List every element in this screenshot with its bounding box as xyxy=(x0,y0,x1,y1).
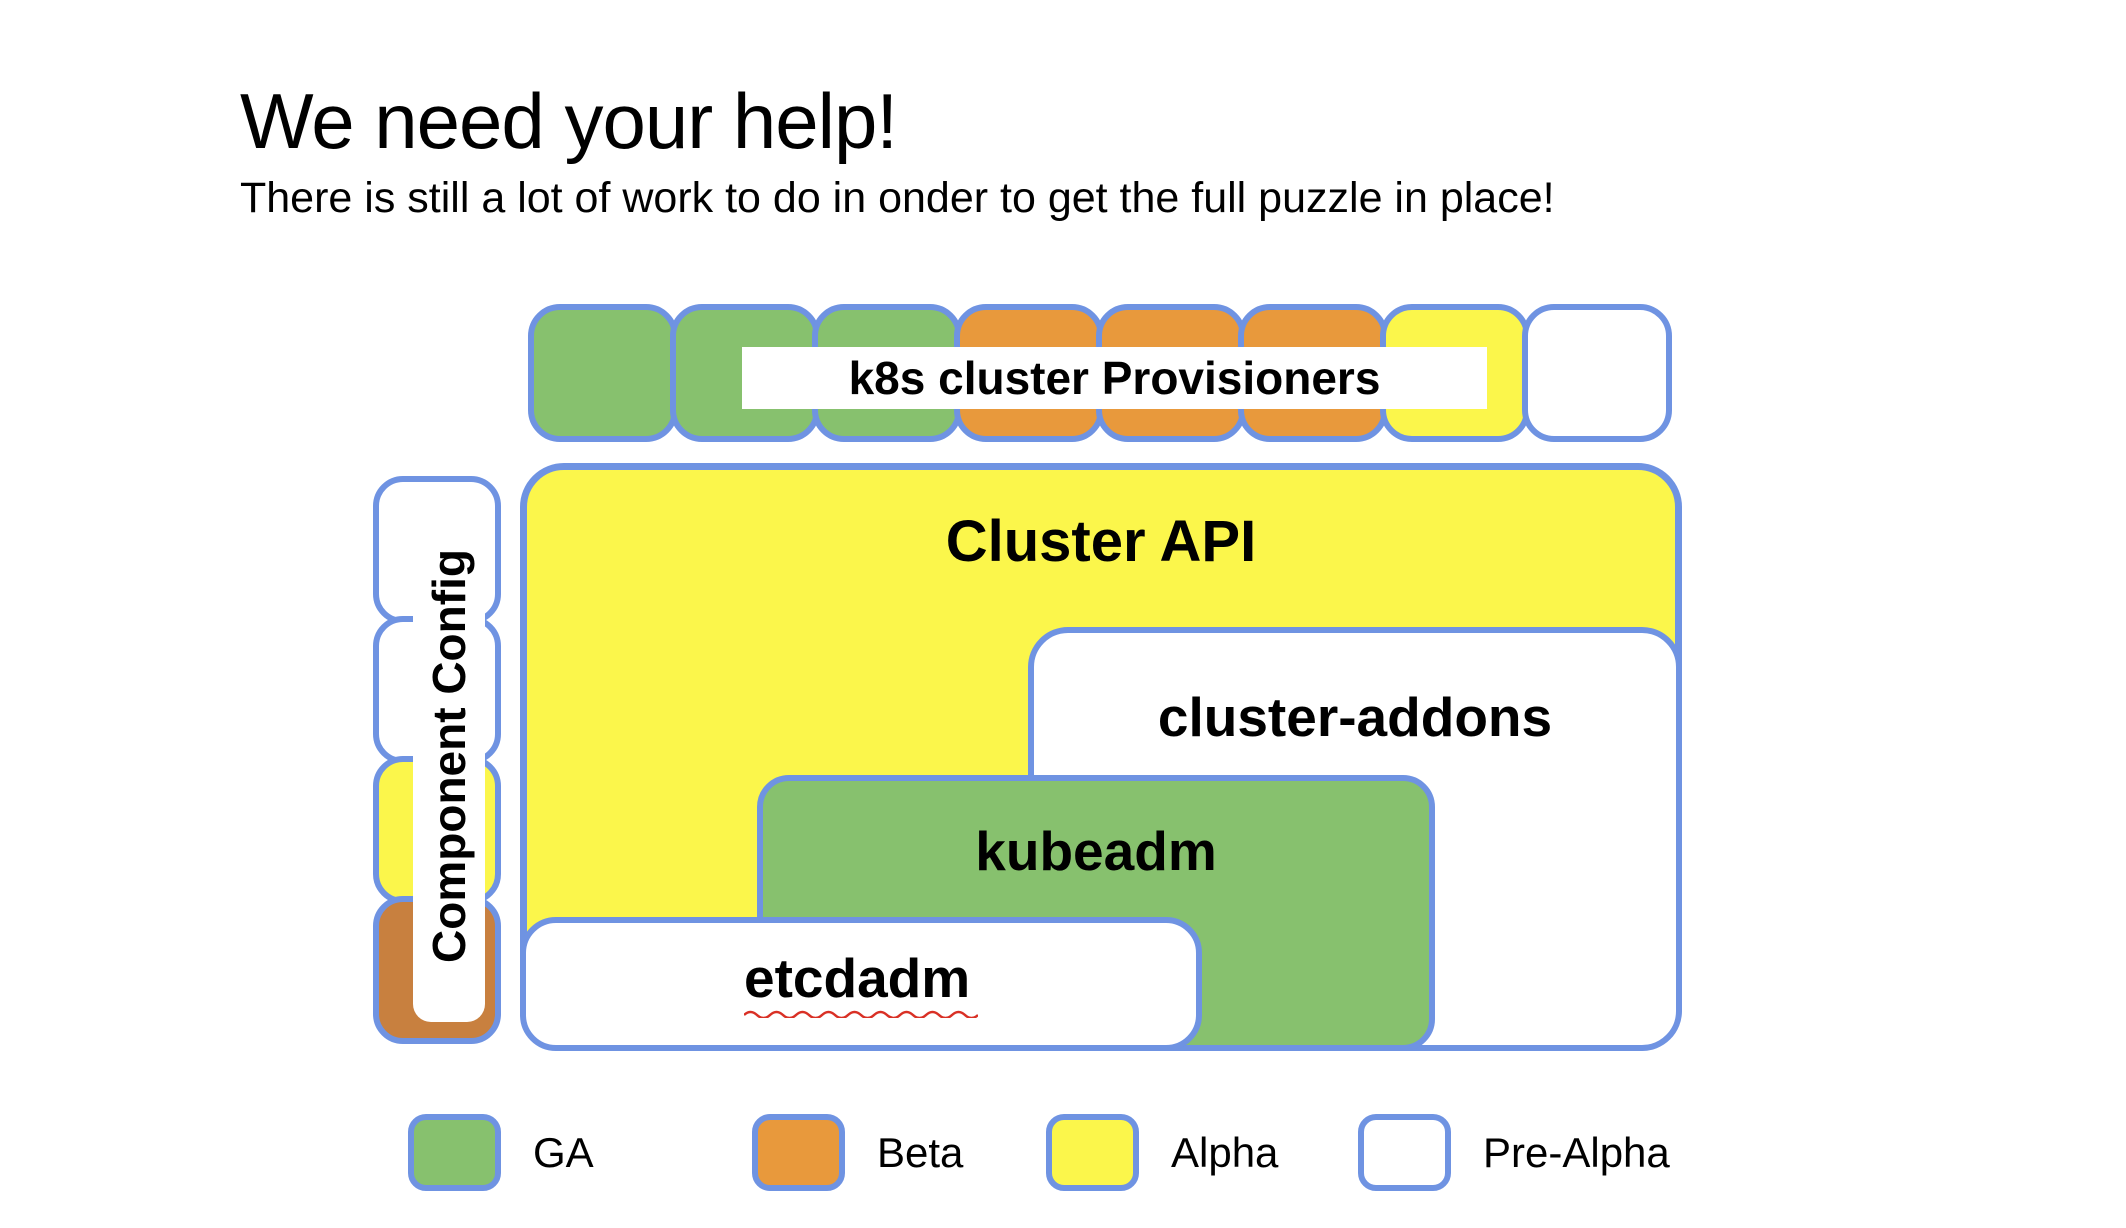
etcdadm-box: etcdadm xyxy=(520,917,1202,1051)
legend-item-beta: Beta xyxy=(752,1114,963,1191)
component-config-label: Component Config xyxy=(423,549,476,963)
legend-item-ga: GA xyxy=(408,1114,594,1191)
slide-subtitle: There is still a lot of work to do in on… xyxy=(240,174,1555,222)
puzzle-piece-ga xyxy=(528,304,678,442)
provisioners-label: k8s cluster Provisioners xyxy=(848,352,1381,404)
slide-title: We need your help! xyxy=(240,77,898,166)
cluster-api-label: Cluster API xyxy=(945,509,1257,574)
legend-swatch xyxy=(1358,1114,1451,1191)
cluster-addons-label: cluster-addons xyxy=(1157,686,1553,748)
kubeadm-label: kubeadm xyxy=(975,820,1217,882)
legend-swatch xyxy=(1046,1114,1139,1191)
legend-label: GA xyxy=(533,1128,594,1176)
legend-swatch xyxy=(408,1114,501,1191)
legend-swatch xyxy=(752,1114,845,1191)
spellcheck-squiggle-underline xyxy=(744,1010,978,1018)
etcdadm-label: etcdadm xyxy=(744,946,971,1009)
legend-item-alpha: Alpha xyxy=(1046,1114,1278,1191)
component-config-label-band: Component Config xyxy=(413,490,485,1022)
puzzle-piece-pre-alpha xyxy=(1522,304,1672,442)
legend-label: Pre-Alpha xyxy=(1483,1128,1670,1176)
legend-label: Beta xyxy=(877,1128,964,1176)
provisioners-label-band: k8s cluster Provisioners xyxy=(742,347,1487,409)
legend-label: Alpha xyxy=(1171,1128,1279,1176)
legend-item-pre-alpha: Pre-Alpha xyxy=(1358,1114,1670,1191)
